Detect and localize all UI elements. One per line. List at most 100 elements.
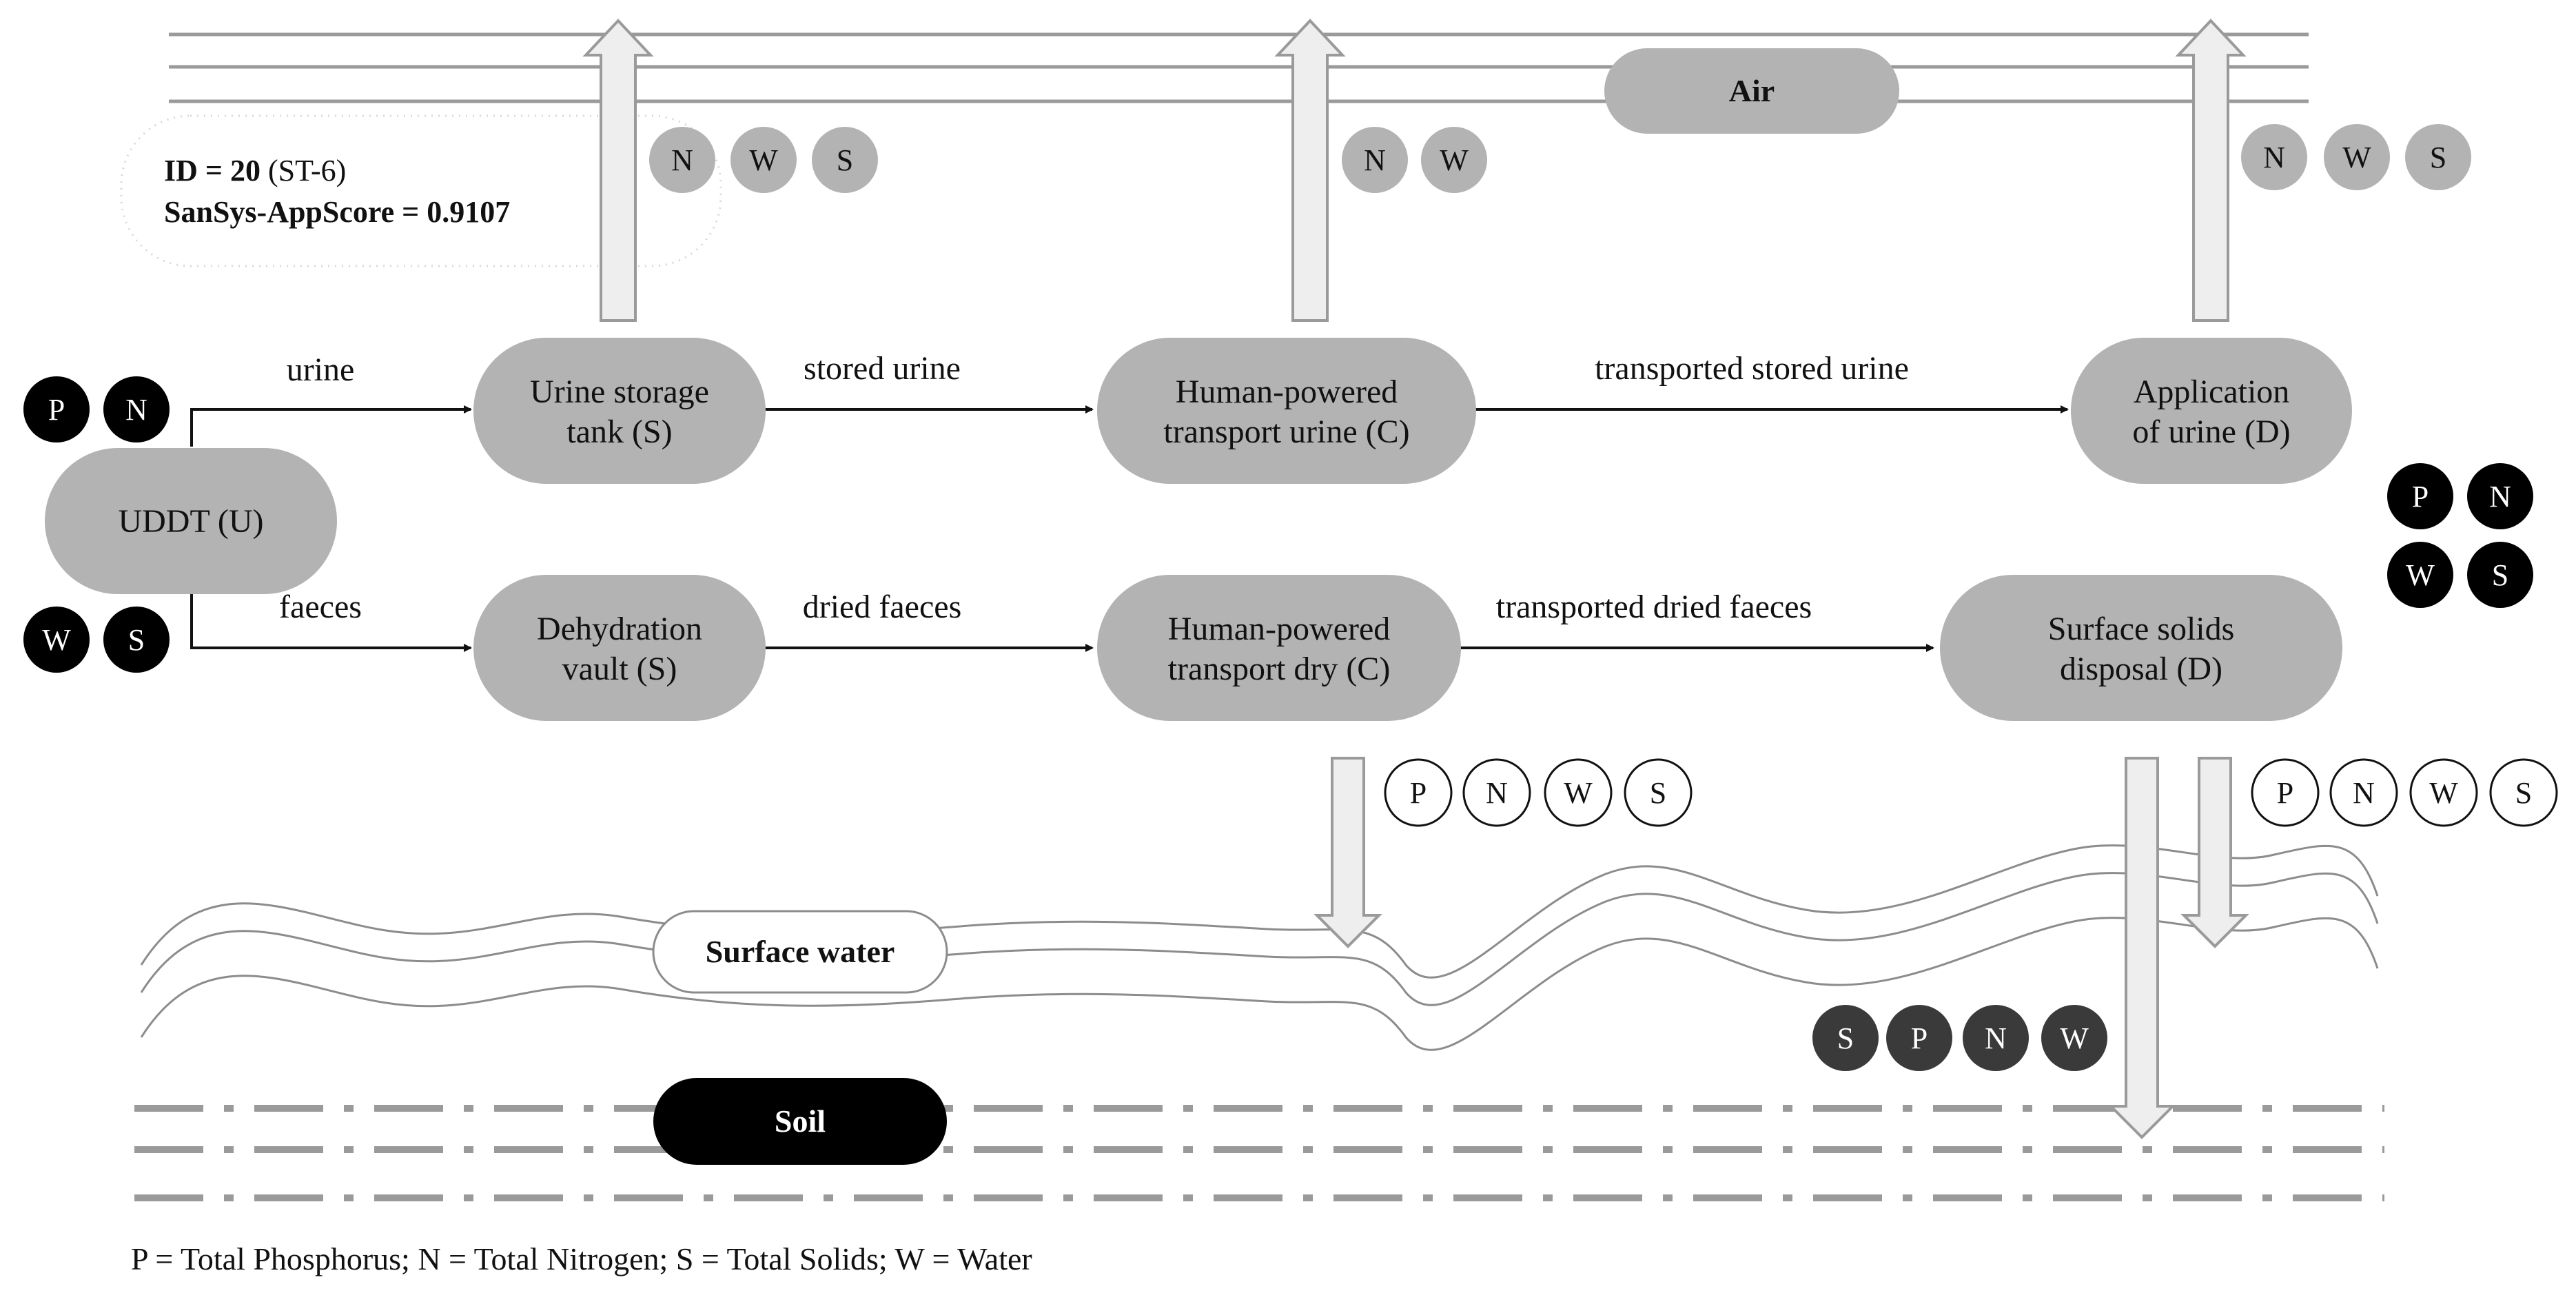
node-uddt: UDDT (U) bbox=[45, 448, 337, 594]
badges-application-out: P N W S bbox=[2387, 463, 2533, 608]
faeces-flow-line bbox=[190, 593, 472, 652]
faeces-label: faeces bbox=[279, 589, 362, 625]
badge-w bbox=[23, 607, 90, 673]
badge-s bbox=[812, 127, 878, 193]
badge-s bbox=[1624, 758, 1693, 827]
surface-water-label: Surface water bbox=[652, 910, 948, 994]
badge-p-text: P bbox=[2277, 776, 2293, 810]
svg-text:S: S bbox=[2430, 141, 2446, 174]
soil-label: Soil bbox=[653, 1078, 947, 1165]
svg-text:N: N bbox=[1364, 143, 1386, 177]
badges-uddt-bottom: W S bbox=[23, 607, 170, 673]
badges-storage-air: N W S bbox=[649, 127, 878, 193]
svg-text:tank (S): tank (S) bbox=[566, 414, 672, 450]
up-arrow-storage bbox=[582, 19, 654, 322]
svg-text:P: P bbox=[2412, 480, 2429, 513]
node-dehydration-vault: Dehydration vault (S) bbox=[473, 575, 766, 721]
badge-n-text: N bbox=[1486, 776, 1508, 810]
svg-text:transport dry (C): transport dry (C) bbox=[1168, 651, 1391, 687]
svg-text:Application: Application bbox=[2134, 374, 2290, 410]
badge-s bbox=[2405, 124, 2471, 190]
svg-text:W: W bbox=[42, 623, 71, 657]
svg-text:Air: Air bbox=[1729, 73, 1775, 108]
svg-text:W: W bbox=[2060, 1021, 2089, 1055]
badge-n bbox=[1462, 758, 1531, 827]
svg-text:N: N bbox=[125, 393, 147, 427]
badge-s-text: S bbox=[2515, 776, 2532, 810]
badge-w bbox=[1421, 127, 1487, 193]
down-arrow-solids-soil bbox=[2107, 757, 2176, 1139]
legend: P = Total Phosphorus; N = Total Nitrogen… bbox=[131, 1241, 1032, 1276]
svg-text:Human-powered: Human-powered bbox=[1168, 611, 1391, 647]
soil-lines bbox=[134, 1105, 2384, 1201]
svg-text:Urine storage: Urine storage bbox=[530, 374, 709, 410]
badges-transport-air: N W bbox=[1342, 127, 1487, 193]
svg-text:N: N bbox=[2489, 480, 2511, 513]
badge-p bbox=[1886, 1005, 1952, 1071]
urine-flow-line bbox=[190, 405, 472, 447]
badge-n bbox=[649, 127, 715, 193]
down-arrow-solids-water bbox=[2180, 757, 2249, 948]
badge-w bbox=[1544, 758, 1613, 827]
svg-text:W: W bbox=[1440, 143, 1469, 177]
up-arrow-application bbox=[2175, 19, 2247, 322]
svg-text:vault (S): vault (S) bbox=[562, 651, 677, 687]
badge-s bbox=[103, 607, 170, 673]
stored-urine-label: stored urine bbox=[804, 350, 961, 387]
badge-p bbox=[2387, 463, 2453, 529]
svg-text:W: W bbox=[2342, 141, 2371, 174]
svg-text:P: P bbox=[48, 393, 65, 427]
svg-text:N: N bbox=[671, 143, 693, 177]
badge-w bbox=[2409, 758, 2478, 827]
svg-text:SanSys-AppScore = 0.9107: SanSys-AppScore = 0.9107 bbox=[164, 195, 510, 229]
svg-text:ID = 20 (ST-6): ID = 20 (ST-6) bbox=[164, 154, 346, 187]
badge-n bbox=[2467, 463, 2533, 529]
up-arrow-transport bbox=[1274, 19, 1346, 322]
badges-application-air: N W S bbox=[2241, 124, 2471, 190]
badge-w bbox=[2041, 1005, 2107, 1071]
badge-s bbox=[2467, 542, 2533, 608]
svg-text:W: W bbox=[2406, 558, 2435, 592]
badges-uddt-top: P N bbox=[23, 376, 170, 442]
transported-stored-urine-label: transported stored urine bbox=[1595, 350, 1909, 387]
badge-n bbox=[103, 376, 170, 442]
badge-w bbox=[2324, 124, 2390, 190]
svg-text:UDDT (U): UDDT (U) bbox=[118, 503, 263, 540]
svg-text:N: N bbox=[1985, 1021, 2007, 1055]
badge-p bbox=[23, 376, 90, 442]
svg-text:N: N bbox=[2263, 141, 2285, 174]
node-urine-storage-tank: Urine storage tank (S) bbox=[473, 338, 766, 484]
badge-p bbox=[1384, 758, 1453, 827]
svg-text:Soil: Soil bbox=[775, 1103, 826, 1139]
surface-water-waves bbox=[140, 844, 2379, 1051]
node-hp-transport-dry: Human-powered transport dry (C) bbox=[1097, 575, 1461, 721]
down-arrow-transport-dry bbox=[1313, 757, 1382, 948]
badge-w-text: W bbox=[1564, 776, 1593, 810]
badge-n bbox=[1342, 127, 1408, 193]
badge-s bbox=[1812, 1005, 1879, 1071]
svg-text:S: S bbox=[128, 623, 145, 657]
svg-text:S: S bbox=[2492, 558, 2508, 592]
svg-text:P: P bbox=[1911, 1021, 1928, 1055]
dried-faeces-label: dried faeces bbox=[803, 589, 962, 625]
badges-solids-soil: S P N W bbox=[1812, 1005, 2107, 1071]
badge-w bbox=[2387, 542, 2453, 608]
svg-text:transport urine (C): transport urine (C) bbox=[1163, 414, 1409, 450]
svg-text:Dehydration: Dehydration bbox=[537, 611, 702, 647]
score-box: ID = 20 (ST-6) SanSys-AppScore = 0.9107 bbox=[120, 114, 722, 267]
svg-text:S: S bbox=[837, 143, 853, 177]
badge-p bbox=[2251, 758, 2320, 827]
node-application-of-urine: Application of urine (D) bbox=[2071, 338, 2352, 484]
air-label: Air bbox=[1604, 48, 1899, 134]
badge-w-text: W bbox=[2429, 776, 2458, 810]
badges-solids-water bbox=[2251, 758, 2558, 827]
node-surface-solids-disposal: Surface solids disposal (D) bbox=[1940, 575, 2342, 721]
svg-text:Surface solids: Surface solids bbox=[2048, 611, 2235, 647]
badge-s bbox=[2489, 758, 2558, 827]
badge-n bbox=[2329, 758, 2398, 827]
transported-dried-faeces-label: transported dried faeces bbox=[1496, 589, 1812, 625]
badge-n bbox=[1963, 1005, 2029, 1071]
svg-text:S: S bbox=[1837, 1021, 1854, 1055]
svg-text:Surface water: Surface water bbox=[706, 934, 895, 969]
svg-text:of urine (D): of urine (D) bbox=[2132, 414, 2290, 450]
